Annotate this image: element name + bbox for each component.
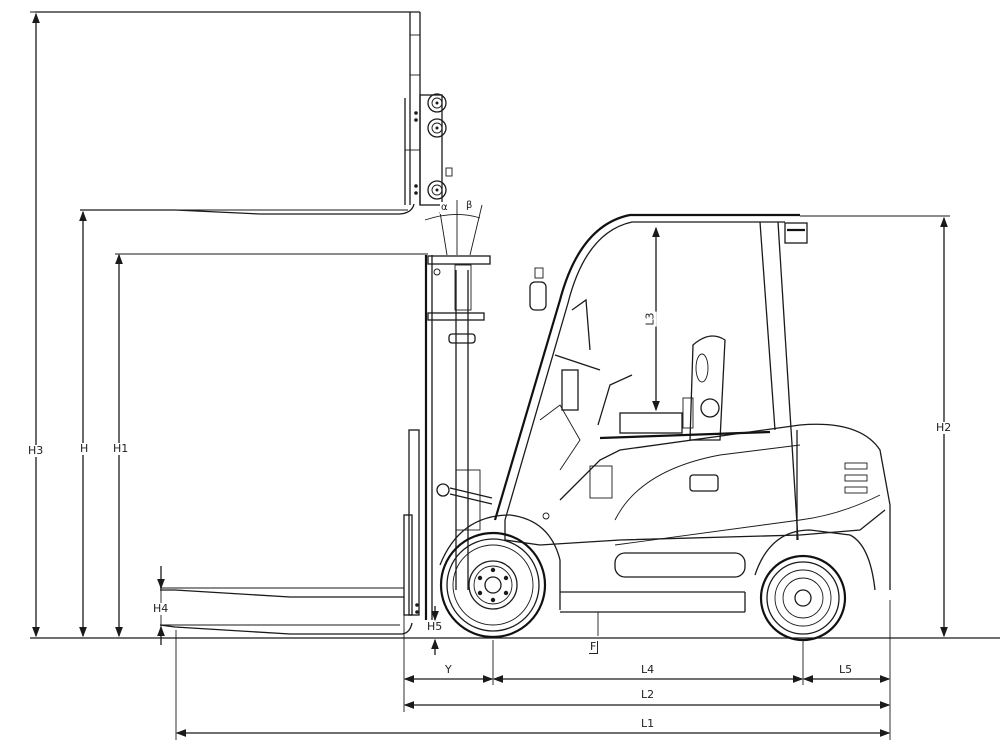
overhead-guard [493, 213, 808, 541]
dim-label-h3: H3 [27, 444, 45, 457]
roller-icon [427, 93, 447, 200]
dim-label-h4: H4 [152, 602, 170, 615]
mast [424, 255, 493, 620]
dim-label-l2: L2 [640, 688, 656, 701]
dim-label-y: Y [444, 663, 453, 676]
angle-label-alpha: α [440, 202, 449, 214]
tilt-angle-indicator [424, 200, 483, 256]
truck-body [504, 423, 891, 613]
lowered-fork-assembly [159, 429, 420, 635]
dim-label-h2: H2 [935, 421, 953, 434]
angle-label-beta: β [465, 200, 474, 212]
dim-label-h5: H5 [426, 620, 444, 633]
dim-label-l1: L1 [640, 717, 656, 730]
front-wheel [439, 514, 561, 639]
rear-wheel [759, 554, 847, 642]
dim-label-h1: H1 [112, 442, 130, 455]
raised-fork-assembly [35, 11, 453, 215]
dim-label-h: H [79, 442, 90, 455]
dim-label-l4: L4 [640, 663, 656, 676]
dim-label-f: F [589, 640, 599, 654]
dim-label-l5: L5 [838, 663, 854, 676]
dim-label-l3: L3 [643, 311, 657, 327]
